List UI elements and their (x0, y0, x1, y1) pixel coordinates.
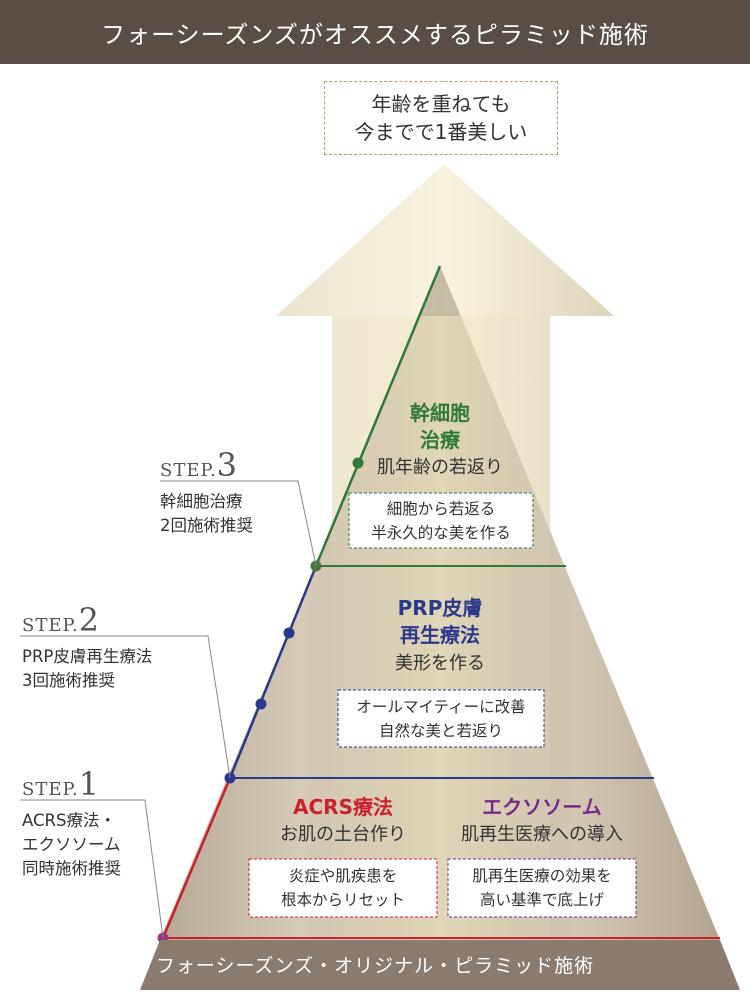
tier2-box-line1: オールマイティーに改善 (356, 697, 526, 716)
edge-step3 (314, 265, 442, 567)
connector-step2 (20, 635, 231, 779)
tier1-left-title: ACRS療法 (293, 795, 393, 819)
tier3-box-line2: 半永久的な美を作る (371, 523, 511, 542)
step2-desc: PRP皮膚再生療法 3回施術推奨 (22, 647, 153, 690)
step2-label: STEP.2 (22, 601, 100, 639)
header-title: フォーシーズンズがオススメするピラミッド施術 (101, 20, 649, 49)
tier3-title-line1: 幹細胞 (410, 401, 470, 425)
step1-desc: ACRS療法・ エクソソーム 同時施術推奨 (22, 811, 121, 878)
header-banner: フォーシーズンズがオススメするピラミッド施術 (0, 0, 750, 64)
tier2-title-line2: 再生療法 (400, 623, 480, 647)
footer-band (140, 940, 740, 990)
step3-label: STEP.3 (160, 446, 238, 484)
tier2-box: オールマイティーに改善 自然な美と若返り (339, 691, 543, 746)
tier3-box: 細胞から若返る 半永久的な美を作る (350, 494, 532, 547)
tier1-left-box-line1: 炎症や肌疾患を (288, 867, 398, 885)
goal-line2: 今までで1番美しい (354, 120, 528, 144)
dot-step3-a (352, 457, 364, 469)
tier1-right-box-line1: 肌再生医療の効果を (472, 867, 612, 885)
tier1-right-box-line2: 高い基準で底上げ (479, 891, 604, 909)
connector-step3 (160, 480, 317, 567)
edge-step1 (161, 777, 232, 939)
goal-line1: 年齢を重ねても (371, 92, 511, 116)
tier3-title: 幹細胞 治療 (340, 400, 540, 454)
footer-label: フォーシーズンズ・オリジナル・ピラミッド施術 (155, 954, 595, 977)
step1-label: STEP.1 (22, 765, 100, 803)
tier2-title: PRP皮膚 再生療法 (340, 595, 540, 649)
tier3-title-line2: 治療 (420, 428, 460, 452)
tier2-title-line1: PRP皮膚 (397, 596, 483, 620)
edge-step2 (228, 565, 318, 779)
tier1-left-subtitle: お肌の土台作り (280, 824, 406, 845)
goal-box: 年齢を重ねても 今までで1番美しい (324, 81, 558, 155)
dot-step2-b (255, 698, 267, 710)
tier1-right-subtitle: 肌再生医療への導入 (461, 824, 623, 845)
tier1-right-box: 肌再生医療の効果を 高い基準で底上げ (449, 860, 635, 916)
step1-block: STEP.1 ACRS療法・ エクソソーム 同時施術推奨 (22, 765, 121, 881)
tier3-box-line1: 細胞から若返る (386, 499, 496, 518)
step2-block: STEP.2 PRP皮膚再生療法 3回施術推奨 (22, 601, 152, 693)
step3-desc: 幹細胞治療 2回施術推奨 (160, 492, 253, 535)
light-beam (332, 316, 550, 940)
step3-block: STEP.3 幹細胞治療 2回施術推奨 (160, 446, 253, 538)
tier1-right-title: エクソソーム (482, 795, 602, 819)
dot-step2-a (283, 627, 295, 639)
tier2-subtitle: 美形を作る (395, 653, 485, 674)
tier3-subtitle: 肌年齢の若返り (377, 457, 503, 478)
tier1-left-box-line2: 根本からリセット (280, 891, 405, 909)
connector-step1 (20, 799, 164, 939)
tier1-left-box: 炎症や肌疾患を 根本からリセット (250, 860, 436, 916)
tier2-box-line2: 自然な美と若返り (378, 721, 503, 740)
